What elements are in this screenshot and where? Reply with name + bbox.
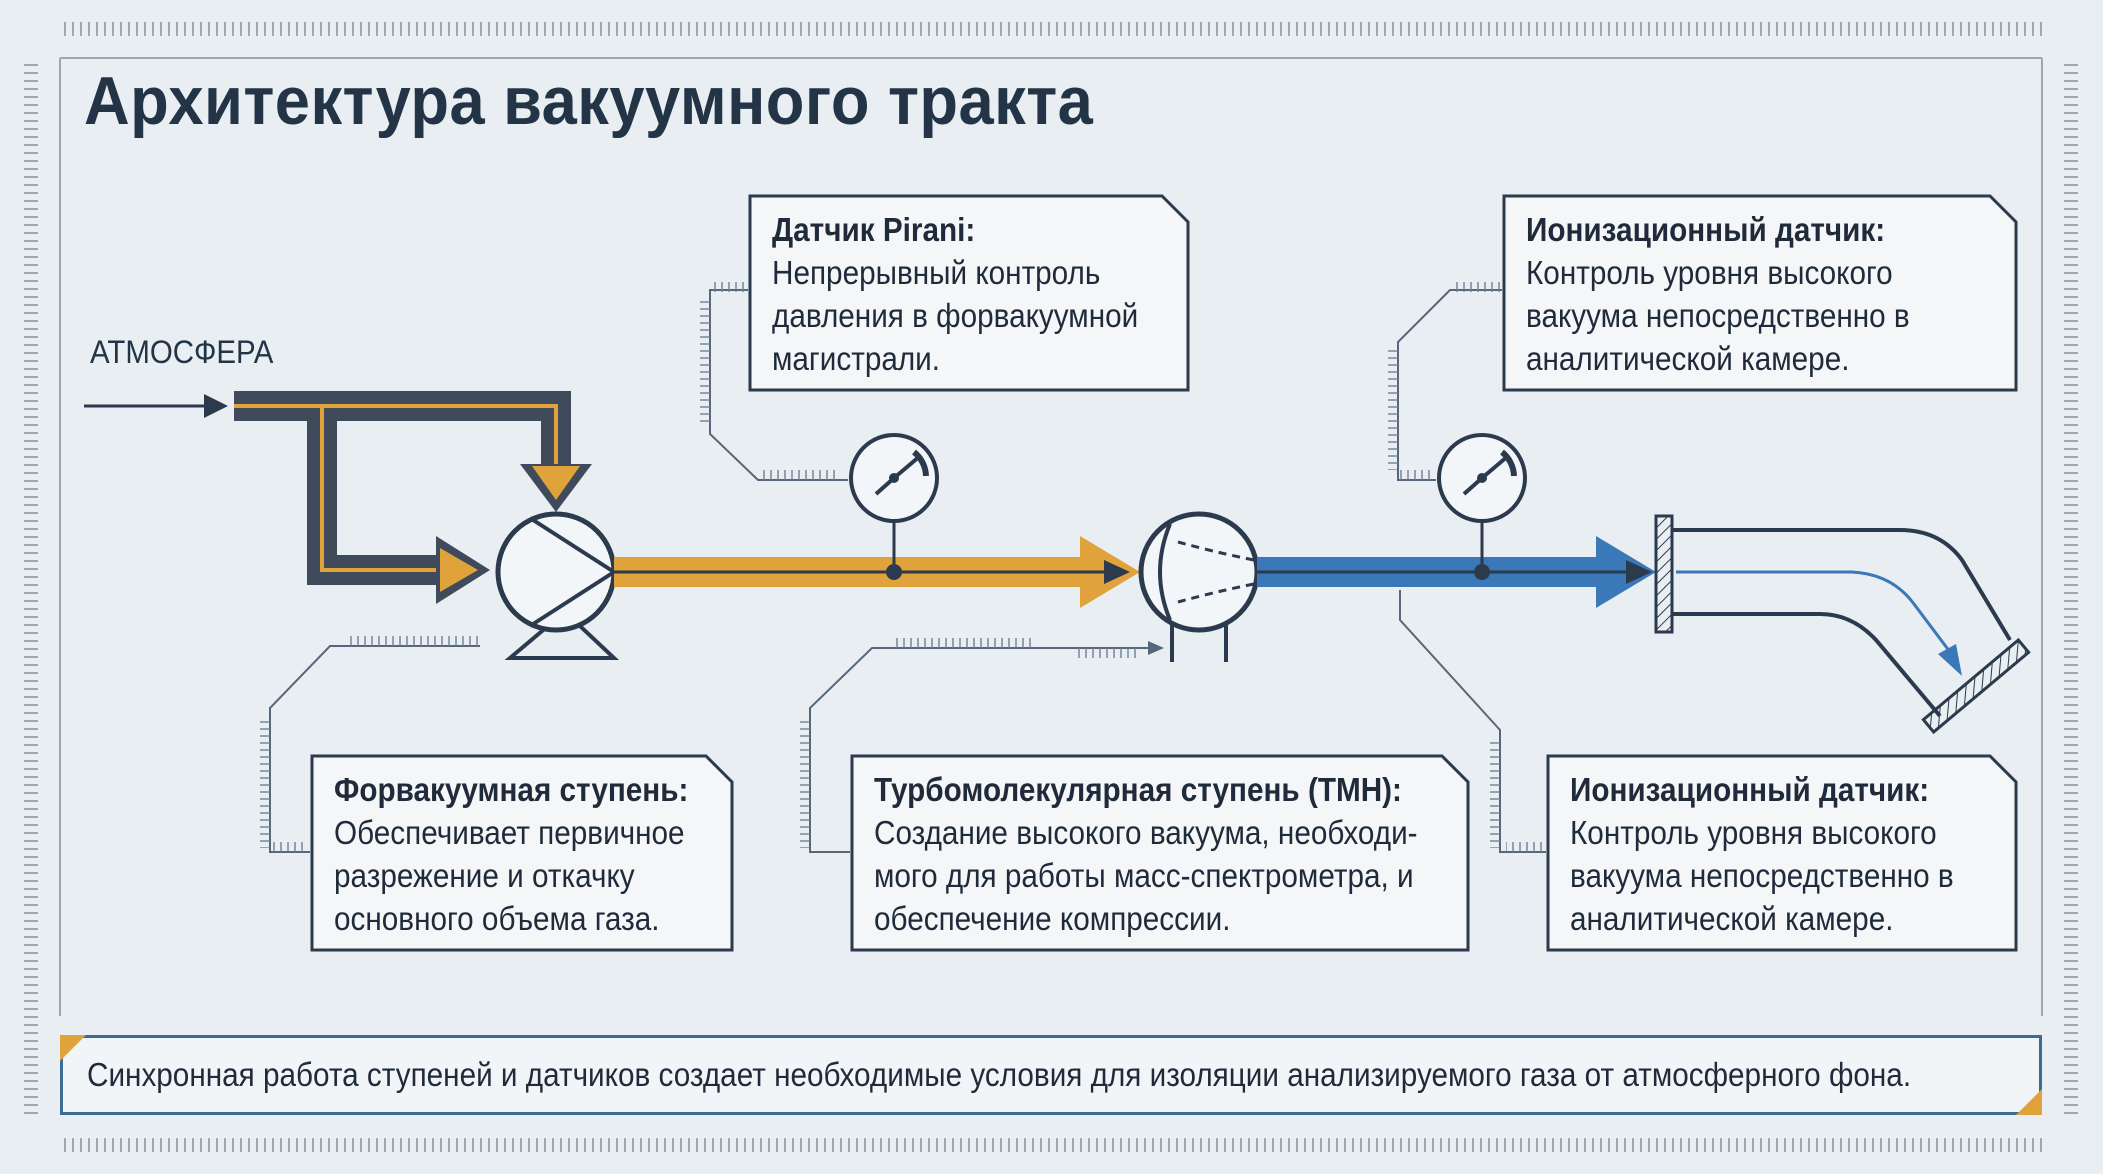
pressure-gauge-icon [1437,433,1527,523]
callout-frame [310,754,734,952]
summary-banner: Синхронная работа ступеней и датчиков со… [60,1035,2042,1115]
callout-heading: Турбомолекулярная ступень (ТМН): [874,771,1402,808]
callout-heading: Ионизационный датчик: [1570,771,1930,808]
callout-body: Контроль уровня высокого вакуума непосре… [1526,254,1910,377]
banner-corner-accent [2016,1089,2042,1115]
callout-frame [850,754,1470,952]
atmosphere-inlet-arrow [84,394,228,418]
callout-frame [1502,194,2018,392]
ion-sensor-callout-bottom: Ионизационный датчик: Контроль уровня вы… [1546,754,2018,952]
callout-frame [748,194,1190,392]
callout-body: Создание высокого вакуума, необходи-мого… [874,814,1418,937]
atmosphere-label: АТМОСФЕРА [90,334,274,370]
ion-sensor-callout-top: Ионизационный датчик: Контроль уровня вы… [1502,194,2018,392]
callout-heading: Ионизационный датчик: [1526,211,1886,248]
callout-heading: Форвакуумная ступень: [334,771,689,808]
turbomolecular-stage-callout: Турбомолекулярная ступень (ТМН): Создани… [850,754,1470,952]
pirani-sensor-callout: Датчик Pirani: Непрерывный контроль давл… [748,194,1190,392]
fore-vacuum-stage-callout: Форвакуумная ступень: Обеспечивает перви… [310,754,734,952]
high-vacuum-flow [1257,536,1656,608]
banner-corner-accent [60,1035,86,1061]
callout-frame [1546,754,2018,952]
page-title: Архитектура вакуумного тракта [84,63,1094,139]
summary-text: Синхронная работа ступеней и датчиков со… [87,1056,1912,1093]
leader-lines [260,282,1546,853]
inlet-manifold [234,391,592,604]
callout-heading: Датчик Pirani: [772,211,976,248]
callout-body: Непрерывный контроль давления в форвакуу… [772,254,1139,377]
callout-body: Обеспечивает первичное разрежение и отка… [334,814,685,937]
pressure-gauge-icon [849,433,939,523]
ion-gauge [1437,433,1527,580]
turbomolecular-pump-icon [1138,511,1260,662]
pirani-gauge [849,433,939,580]
analytical-chamber-icon [1654,514,2031,735]
rotary-pump-icon [495,511,620,660]
page-frame [24,22,2078,1152]
callout-body: Контроль уровня высокого вакуума непосре… [1570,814,1954,937]
fore-vacuum-flow [614,536,1140,608]
